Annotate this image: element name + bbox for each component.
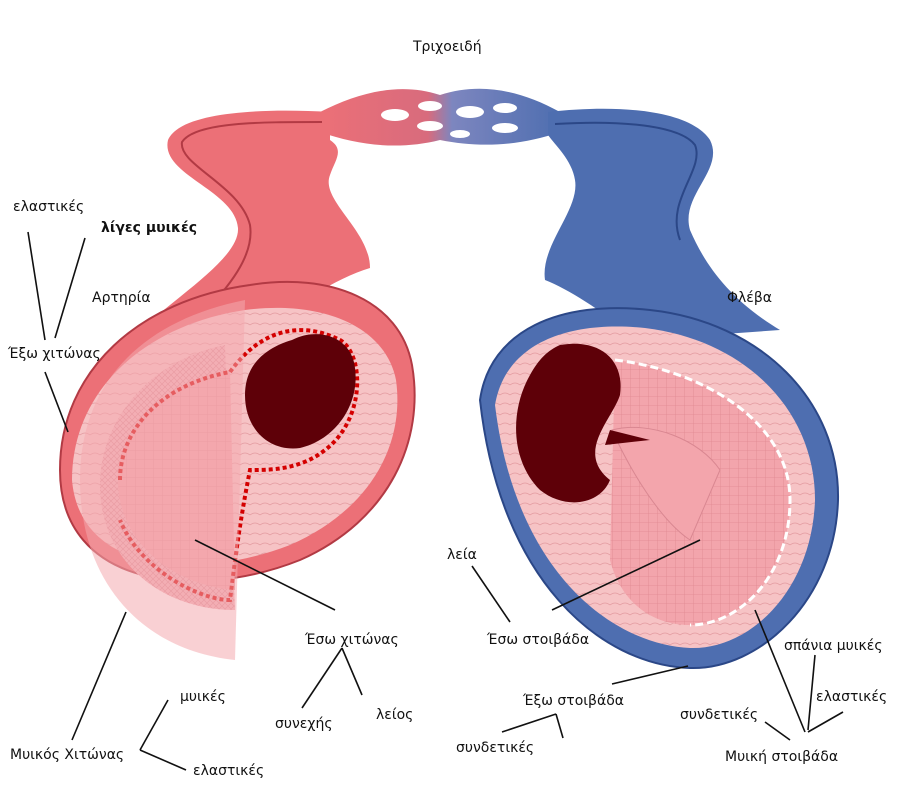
leader-few-muscle (54, 237, 86, 339)
leader-outer-layer (611, 665, 689, 685)
capillary-bed (320, 88, 560, 146)
leader-muscle-artery (139, 699, 169, 751)
label-connective-right: συνδετικές (680, 707, 759, 723)
label-inner-layer: Έσω στοιβάδα (487, 632, 590, 648)
leader-muscle-coat (71, 611, 127, 741)
leader-smooth-artery (341, 647, 363, 696)
label-elastic-vein: ελαστικές (816, 689, 888, 705)
label-outer-coat: Έξω χιτώνας (8, 346, 101, 362)
leader-rare-muscle (807, 654, 816, 731)
label-connective-left: συνδετικές (456, 740, 535, 756)
label-smooth-vein: λεία (447, 547, 477, 563)
artery-vessel (58, 110, 416, 660)
label-rare-muscle: σπάνια μυικές (784, 638, 883, 654)
leader-inner-coat (194, 539, 336, 611)
leader-smooth-vein (471, 565, 511, 623)
label-muscle-coat: Μυικός Χιτώνας (10, 747, 125, 763)
leader-inner-layer (551, 539, 701, 611)
leader-elastic-artery (139, 749, 187, 771)
leader-connective-left (501, 713, 557, 733)
label-outer-layer: Έξω στοιβάδα (523, 693, 624, 709)
leader-continuous (301, 647, 343, 709)
leader-lines (27, 231, 844, 771)
label-muscle-layer: Μυική στοιβάδα (725, 749, 839, 765)
label-few-muscle: λίγες μυικές (101, 220, 198, 236)
label-smooth-artery: λείος (376, 707, 414, 723)
label-vein: Φλέβα (727, 290, 773, 306)
label-inner-coat: Έσω χιτώνας (305, 632, 399, 648)
label-capillaries: Τριχοειδή (413, 39, 482, 55)
leader-connective-left-2 (555, 713, 564, 739)
leader-elastic-vein (807, 711, 844, 733)
label-elastic-artery: ελαστικές (193, 763, 265, 779)
label-continuous: συνεχής (275, 716, 333, 732)
vein-vessel (478, 108, 840, 670)
leader-muscle-layer (754, 609, 806, 733)
leader-outer-coat (44, 371, 69, 433)
label-muscle-artery: μυικές (180, 689, 226, 705)
label-elastic-top: ελαστικές (13, 199, 85, 215)
leader-connective-right (764, 721, 791, 741)
label-artery: Αρτηρία (92, 290, 151, 306)
leader-elastic-top (27, 231, 46, 341)
